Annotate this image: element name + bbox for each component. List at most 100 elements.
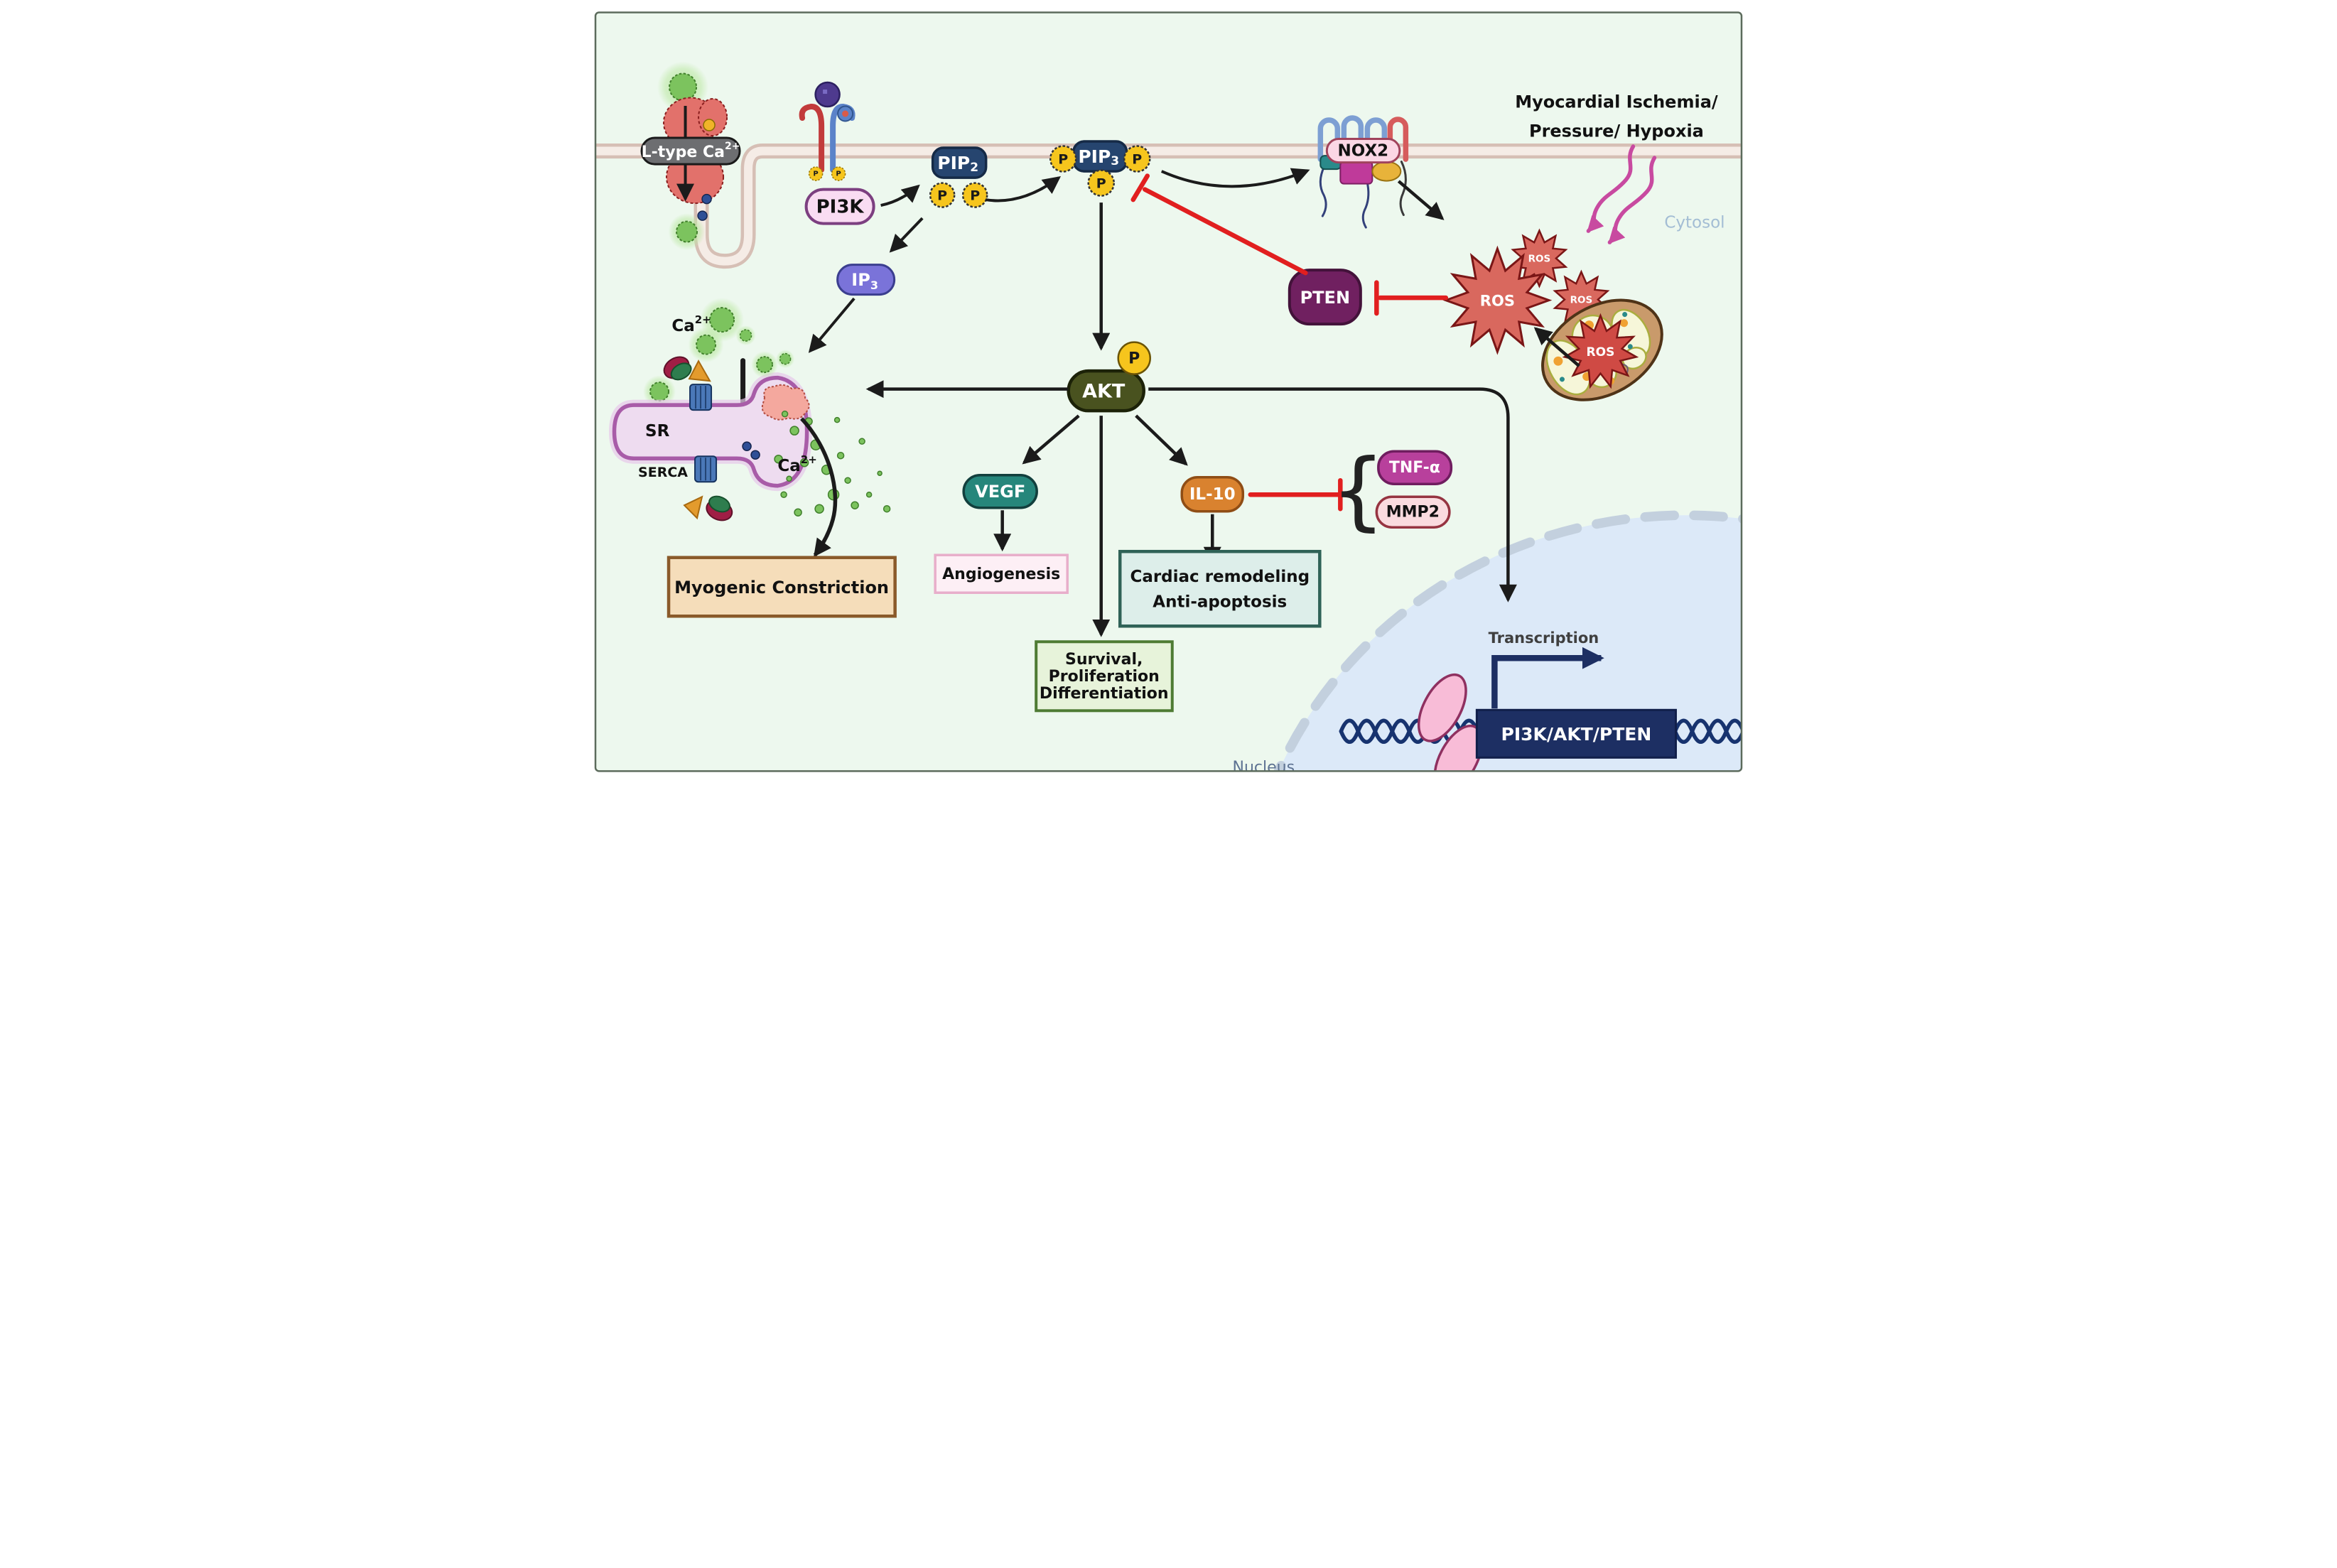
ion-dot	[750, 450, 760, 460]
phospho-label: P	[1096, 176, 1106, 192]
myogenic-label: Myogenic Constriction	[674, 578, 889, 598]
ltype-label: L-type Ca2+	[642, 141, 740, 161]
sarcoplasmic-reticulum: SR SERCA	[609, 356, 813, 521]
survival-label-line2: Proliferation	[1049, 668, 1160, 686]
mmp2-node: MMP2	[1375, 495, 1451, 529]
serca-label: SERCA	[638, 465, 688, 480]
inhibition-lines	[1130, 173, 1449, 512]
nox2-badge	[1325, 138, 1401, 164]
tnfa-node: TNF-α	[1377, 450, 1453, 485]
serca-pump-icon	[663, 356, 713, 411]
pip2-node: PIP2 P P	[929, 146, 988, 208]
mitochondria-icon: ROS	[1541, 298, 1663, 401]
brace-icon: {	[1331, 442, 1385, 541]
phospho-label: P	[813, 171, 818, 178]
ros-label: ROS	[1587, 345, 1615, 359]
calcium-cloud-top	[688, 298, 795, 379]
ros-label: ROS	[1480, 293, 1515, 310]
akt-node: P AKT	[1067, 341, 1151, 413]
ros-label: ROS	[1570, 295, 1593, 306]
ligand-icon	[814, 81, 841, 108]
akt-label: AKT	[1082, 381, 1126, 403]
sr-label: SR	[645, 422, 670, 440]
pten-node: PTEN	[1288, 269, 1362, 326]
gene-label: PI3K/AKT/PTEN	[1501, 724, 1652, 745]
ltype-badge	[640, 136, 741, 166]
mito-to-ros-arrow	[1533, 327, 1580, 367]
myogenic-constriction-box: Myogenic Constriction	[666, 556, 897, 618]
phospho-label: P	[836, 171, 841, 178]
stimulus-wavy-arrows	[1586, 144, 1657, 244]
pi3k-node: PI3K	[804, 188, 875, 225]
cardiac-remodeling-box: Cardiac remodeling Anti-apoptosis	[1118, 549, 1322, 628]
phospho-label: P	[937, 188, 947, 204]
cardiac-label-line2: Anti-apoptosis	[1153, 593, 1287, 611]
calcium-ion	[676, 220, 698, 243]
ion-dot	[742, 441, 752, 451]
ros-starburst-icon	[1562, 313, 1639, 389]
phospho-label: P	[1128, 350, 1140, 368]
mmp2-label: MMP2	[1386, 504, 1440, 521]
angiogenesis-box: Angiogenesis	[934, 553, 1069, 594]
calcium-ion	[669, 72, 698, 102]
pip3-to-nox2-arrow	[1160, 168, 1310, 188]
nox2-complex: NOX2	[1317, 115, 1409, 229]
ip3-node: IP3	[836, 264, 896, 296]
survival-label-line1: Survival,	[1065, 651, 1143, 669]
figure-border	[594, 11, 1743, 772]
phospho-label: P	[1132, 152, 1142, 168]
angiogenesis-label: Angiogenesis	[942, 566, 1060, 583]
calcium-label-top: Ca2+	[671, 313, 711, 335]
akt-to-il10-arrow	[1135, 414, 1188, 466]
ion-dot	[701, 193, 712, 205]
nox2-label: NOX2	[1337, 142, 1388, 161]
ros-label: ROS	[1528, 254, 1551, 265]
serca-pump-icon	[683, 455, 733, 521]
ion-dot	[697, 210, 708, 221]
gene-box	[1475, 708, 1677, 759]
pathway-figure: PI3K/AKT/PTEN Transcription Nucleus	[584, 0, 1753, 784]
pten-label: PTEN	[1300, 288, 1350, 308]
cytosol-label: Cytosol	[1664, 214, 1725, 232]
il10-label: IL-10	[1189, 485, 1236, 504]
calcium-release-arrow	[800, 417, 838, 558]
phospho-label: P	[1058, 152, 1068, 168]
ip3-to-sr-arrow	[808, 297, 856, 353]
pten-inhibits-pip3-line	[1142, 187, 1308, 276]
ros-starburst-icon	[1442, 245, 1553, 355]
calcium-ion	[649, 382, 670, 402]
condition-label-line1: Myocardial Ischemia/	[1515, 92, 1718, 112]
nox2-subunit-icon	[1371, 161, 1402, 182]
il10-node: IL-10	[1180, 475, 1245, 513]
nucleus-label: Nucleus	[1233, 759, 1295, 777]
pip3-node: PIP3 P P P	[1049, 140, 1151, 197]
akt-to-transcription-arrow	[1148, 387, 1517, 602]
receptor-tyrosine-kinase-icon: P P	[799, 81, 856, 181]
transcription-factor-icon	[1417, 673, 1484, 772]
survival-label-line3: Differentiation	[1040, 685, 1169, 703]
nox2-subunit-icon	[1339, 161, 1373, 185]
akt-to-vegf-arrow	[1022, 414, 1080, 465]
transcription-start-arrow	[1491, 647, 1604, 709]
condition-label-line2: Pressure/ Hypoxia	[1529, 121, 1704, 141]
transcription-label: Transcription	[1489, 629, 1599, 647]
tnfa-label: TNF-α	[1389, 459, 1440, 477]
ip3-label: IP3	[851, 270, 878, 292]
nox2-to-ros-arrow	[1397, 180, 1445, 220]
cardiac-label-line1: Cardiac remodeling	[1130, 568, 1310, 586]
pip2-to-ip3-arrow	[889, 217, 924, 253]
ros-starburst-icon	[1511, 228, 1568, 288]
calcium-label-bottom: Ca2+	[777, 453, 816, 475]
pip3-label: PIP3	[1078, 146, 1119, 169]
release-channel-icon	[761, 384, 810, 421]
pip2-to-pip3-arrow	[985, 175, 1062, 202]
vegf-label: VEGF	[975, 482, 1025, 502]
phospho-label: P	[970, 188, 980, 204]
survival-box: Survival, Proliferation Differentiation	[1035, 640, 1174, 713]
pi3k-to-pip2-arrow	[880, 184, 920, 207]
pten-inhibits-pip3-tbar	[1130, 173, 1150, 202]
pi3k-akt-pten-pathway-diagram: PI3K/AKT/PTEN Transcription Nucleus	[594, 11, 1743, 777]
ros-cluster: ROS ROS ROS	[1442, 228, 1610, 355]
pip2-label: PIP2	[937, 153, 978, 175]
vegf-node: VEGF	[962, 473, 1038, 509]
